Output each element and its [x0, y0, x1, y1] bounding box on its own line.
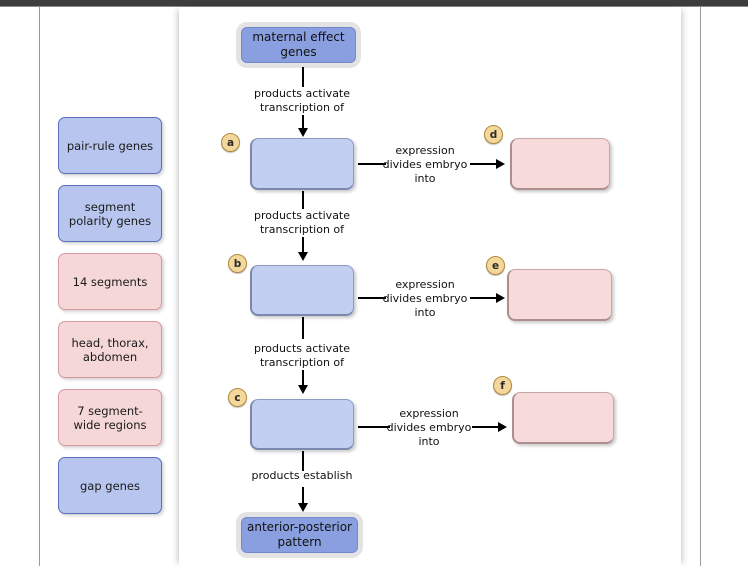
- connector-arrow-4: [298, 503, 308, 512]
- drop-target-a[interactable]: [250, 138, 354, 190]
- palette-item-head-thorax-abdomen[interactable]: head, thorax, abdomen: [58, 321, 162, 378]
- palette-item-label: head, thorax, abdomen: [71, 335, 149, 364]
- badge-e: e: [486, 256, 505, 275]
- connector-line-be-left: [358, 297, 386, 299]
- palette-item-label: 14 segments: [72, 274, 148, 289]
- connector-line-cf-right: [472, 426, 500, 428]
- connector-line-1a: [302, 67, 304, 87]
- drop-target-e[interactable]: [507, 269, 612, 321]
- draggable-answer-bank: pair-rule genes segment polarity genes 1…: [58, 117, 168, 525]
- right-margin-rule: [700, 7, 701, 566]
- connector-line-be-right: [470, 297, 498, 299]
- badge-a: a: [221, 133, 240, 152]
- worksheet-page: pair-rule genes segment polarity genes 1…: [0, 7, 748, 566]
- connector-line-2a: [302, 191, 304, 209]
- connector-label-products-activate-1: products activate transcription of: [253, 87, 351, 114]
- node-anterior-posterior-pattern: anterior-posterior pattern: [241, 517, 358, 553]
- browser-top-bar: [0, 0, 748, 7]
- connector-line-3a: [302, 317, 304, 339]
- connector-label-expression-divides-2: expression divides embryo into: [382, 278, 468, 319]
- connector-label-products-establish: products establish: [251, 469, 353, 482]
- connector-arrow-3: [298, 385, 308, 394]
- palette-item-14-segments[interactable]: 14 segments: [58, 253, 162, 310]
- connector-arrow-ad: [496, 159, 505, 169]
- drop-target-f[interactable]: [512, 392, 614, 444]
- palette-item-pair-rule-genes[interactable]: pair-rule genes: [58, 117, 162, 174]
- connector-label-products-activate-2: products activate transcription of: [253, 209, 351, 236]
- connector-arrow-cf: [498, 422, 507, 432]
- palette-item-segment-polarity-genes[interactable]: segment polarity genes: [58, 185, 162, 242]
- gene-hierarchy-flow-diagram: maternal effect genes products activate …: [0, 7, 748, 566]
- connector-arrow-1: [298, 128, 308, 137]
- connector-line-ad-right: [470, 163, 498, 165]
- left-margin-rule: [39, 7, 40, 566]
- connector-line-3b: [302, 370, 304, 387]
- badge-f: f: [493, 376, 512, 395]
- palette-item-label: gap genes: [79, 478, 141, 493]
- drop-target-b[interactable]: [250, 265, 354, 316]
- connector-line-4a: [302, 451, 304, 471]
- drop-target-d[interactable]: [510, 138, 610, 190]
- drop-target-c[interactable]: [250, 399, 354, 450]
- badge-c: c: [228, 388, 247, 407]
- connector-label-products-activate-3: products activate transcription of: [253, 342, 351, 369]
- badge-b: b: [228, 254, 247, 273]
- node-maternal-effect-genes: maternal effect genes: [241, 27, 356, 63]
- palette-item-label: segment polarity genes: [68, 199, 152, 228]
- badge-d: d: [484, 125, 503, 144]
- connector-line-2b: [302, 237, 304, 254]
- palette-item-7-segment-wide-regions[interactable]: 7 segment-wide regions: [58, 389, 162, 446]
- palette-item-label: pair-rule genes: [66, 138, 154, 153]
- node-label: maternal effect genes: [252, 30, 345, 59]
- connector-line-4b: [302, 487, 304, 505]
- connector-line-ad-left: [358, 163, 386, 165]
- connector-label-expression-divides-3: expression divides embryo into: [386, 407, 472, 448]
- connector-line-cf-left: [358, 426, 390, 428]
- connector-arrow-2: [298, 252, 308, 261]
- connector-label-expression-divides-1: expression divides embryo into: [382, 144, 468, 185]
- connector-arrow-be: [496, 293, 505, 303]
- palette-item-label: 7 segment-wide regions: [73, 403, 147, 432]
- connector-line-1b: [302, 115, 304, 130]
- palette-item-gap-genes[interactable]: gap genes: [58, 457, 162, 514]
- node-label: anterior-posterior pattern: [247, 520, 352, 549]
